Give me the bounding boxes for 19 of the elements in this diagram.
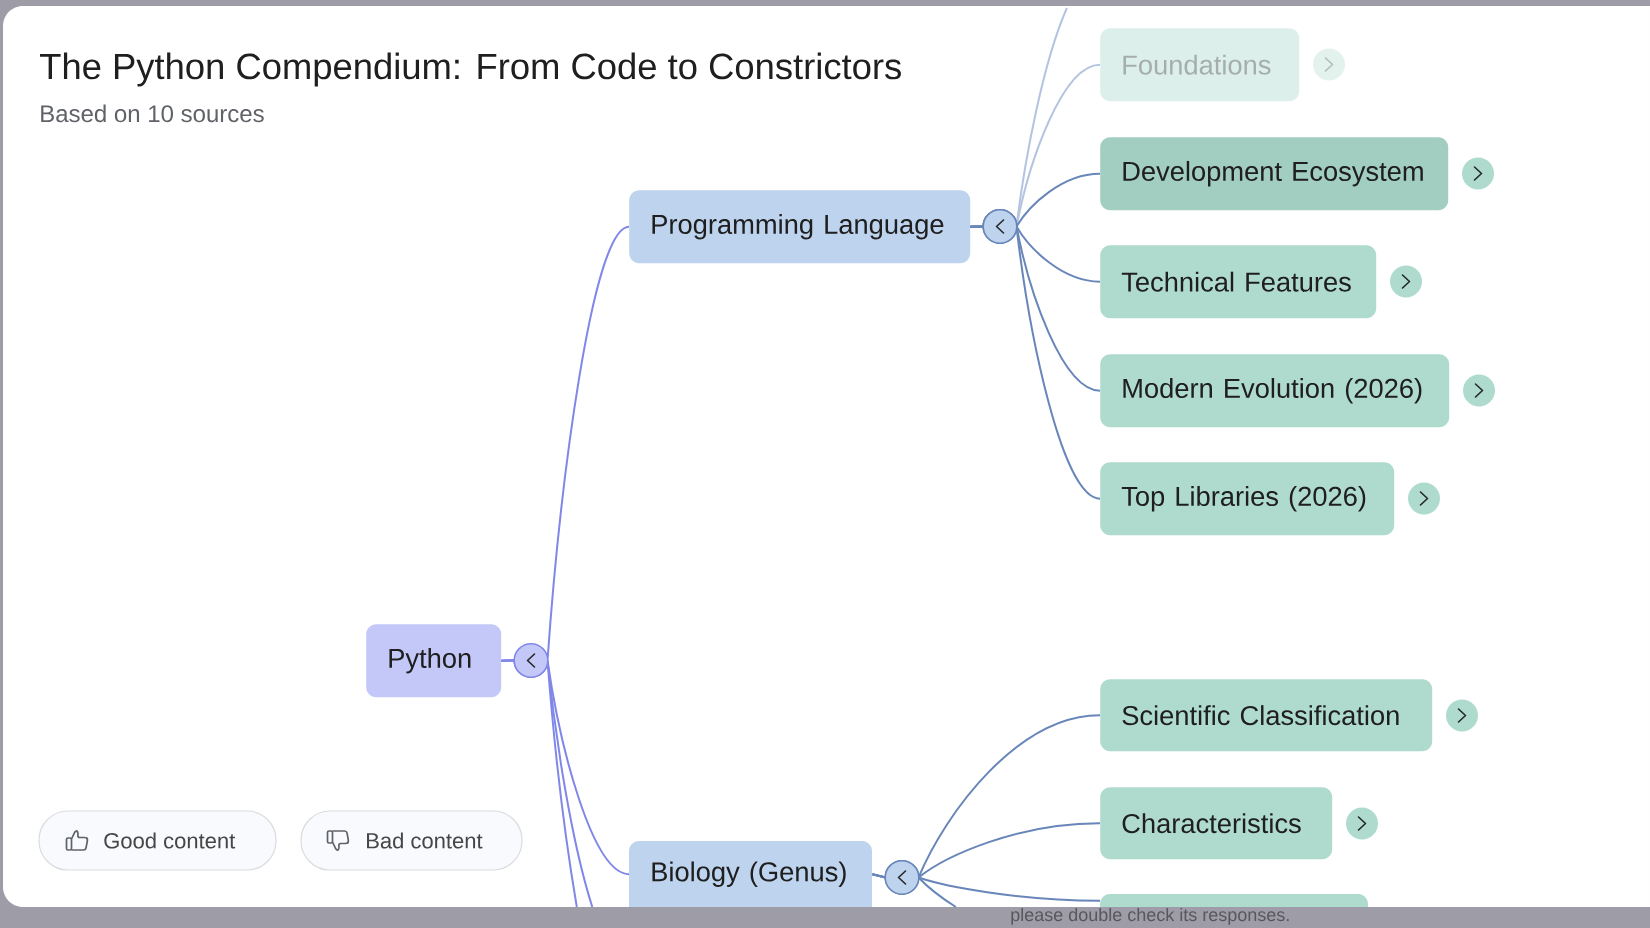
connector-line: [969, 225, 1101, 500]
topic-box: Programming Language: [629, 190, 971, 264]
topic-box: Scientific Classification: [1100, 679, 1433, 752]
topic-box: Biology (Genus): [629, 841, 872, 907]
connector-line: [871, 873, 957, 908]
topic-box: Foundations: [1100, 28, 1300, 102]
feedback-button: Bad content: [300, 810, 523, 871]
topic-box: Top Libraries (2026): [1100, 462, 1395, 536]
topic-box: Python: [366, 624, 502, 698]
disclaimer-text: please double check its responses.: [1011, 907, 1289, 925]
feedback-button: Good content: [38, 810, 277, 871]
topic-box: Technical Features: [1100, 245, 1377, 319]
topic-box: Characteristics: [1100, 787, 1333, 860]
topic-box: [1100, 894, 1368, 907]
title: The Python Compendium: From Code to Constrictors: [40, 52, 901, 87]
subtitle-text: Based on 10 sources: [41, 104, 264, 123]
topic-box: Development Ecosystem: [1100, 137, 1449, 211]
connector-line: [500, 659, 594, 908]
topic-box: Modern Evolution (2026): [1100, 354, 1450, 428]
